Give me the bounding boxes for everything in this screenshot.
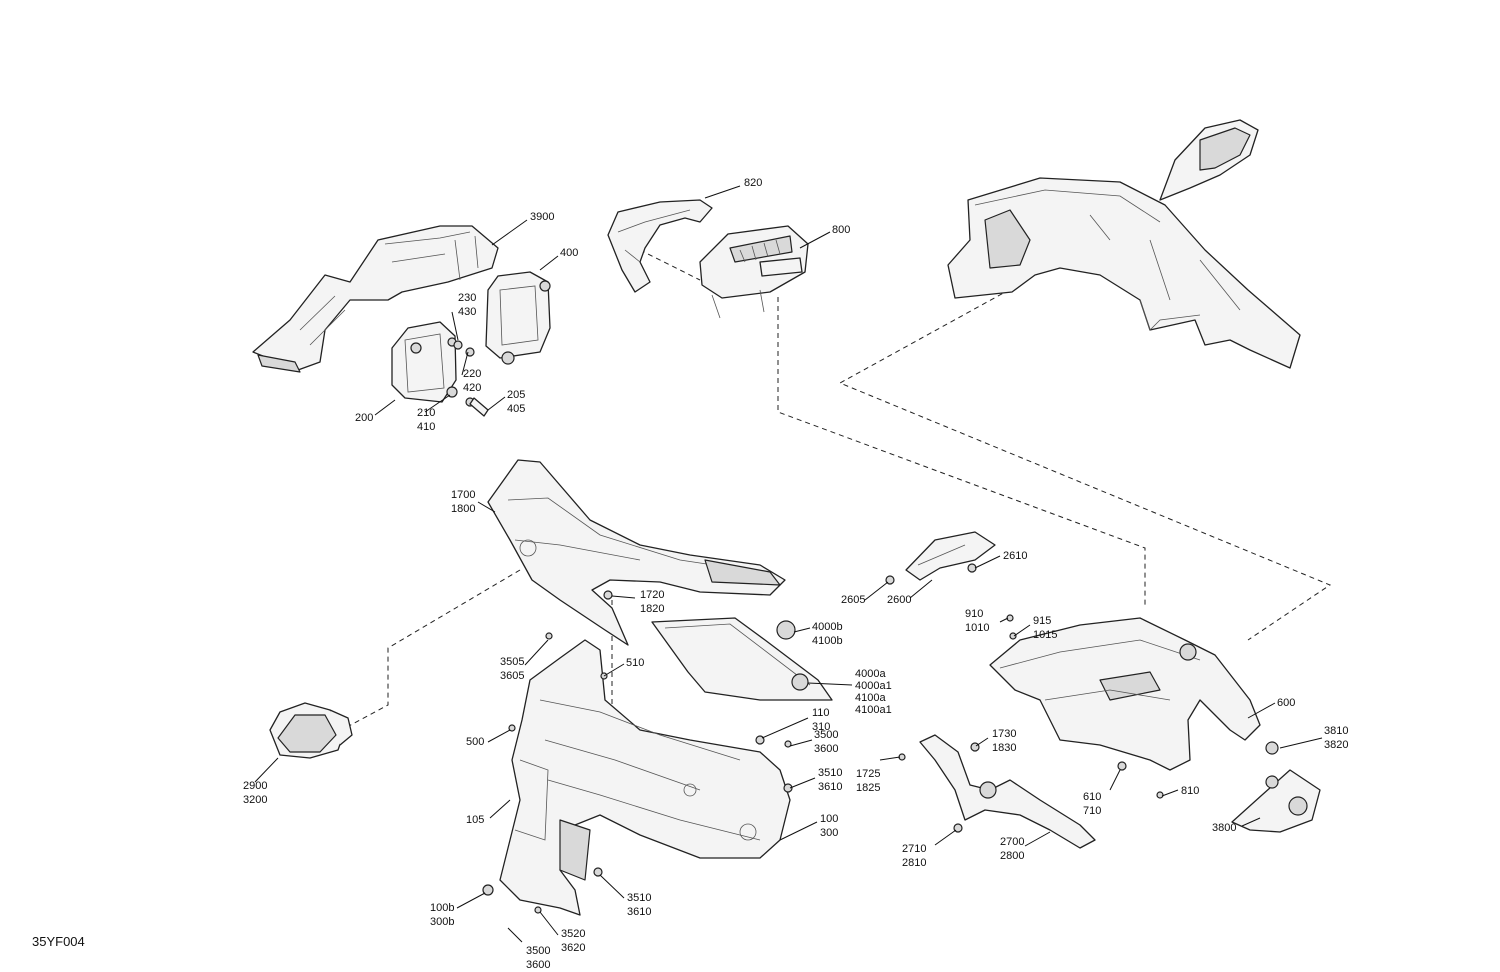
gauge-housing-part-800[interactable] bbox=[699, 225, 809, 319]
callout-820: 820 bbox=[744, 177, 762, 189]
upper-cover-part-820[interactable] bbox=[607, 199, 713, 293]
leader-lines bbox=[254, 185, 1323, 943]
drawing-id: 35YF004 bbox=[32, 934, 85, 949]
callout-105: 105 bbox=[466, 814, 484, 826]
bulb-fasteners[interactable] bbox=[446, 340, 489, 417]
callout-3800: 3800 bbox=[1212, 822, 1236, 834]
callout-600: 600 bbox=[1277, 697, 1295, 709]
front-nose-assembly[interactable] bbox=[947, 119, 1301, 369]
callout-2600: 2600 bbox=[887, 594, 911, 606]
cover-part-3800[interactable] bbox=[1231, 769, 1321, 833]
headlight-bracket-part-200[interactable] bbox=[391, 321, 457, 403]
callout-2610: 2610 bbox=[1003, 550, 1027, 562]
air-duct-part-3900[interactable] bbox=[252, 225, 499, 373]
assembly-dashed-lines bbox=[344, 249, 1332, 729]
side-panel-part-1700[interactable] bbox=[487, 459, 786, 646]
bracket-arm-part-2700[interactable] bbox=[919, 734, 1096, 849]
mirror-part-2900[interactable] bbox=[269, 702, 353, 759]
fasteners[interactable] bbox=[482, 563, 1279, 914]
callout-510: 510 bbox=[626, 657, 644, 669]
lower-panel-part-100[interactable] bbox=[499, 639, 791, 916]
callout-2605: 2605 bbox=[841, 594, 865, 606]
callout-200: 200 bbox=[355, 412, 373, 424]
callout-800: 800 bbox=[832, 224, 850, 236]
callout-810: 810 bbox=[1181, 785, 1199, 797]
callout-400: 400 bbox=[560, 247, 578, 259]
visor-part-2600[interactable] bbox=[905, 531, 996, 581]
right-fairing-part-600[interactable] bbox=[989, 617, 1261, 771]
callout-500: 500 bbox=[466, 736, 484, 748]
lens-part-4000a[interactable] bbox=[651, 617, 833, 701]
headlight-bracket-part-400[interactable] bbox=[485, 271, 551, 365]
callout-3900: 3900 bbox=[530, 211, 554, 223]
